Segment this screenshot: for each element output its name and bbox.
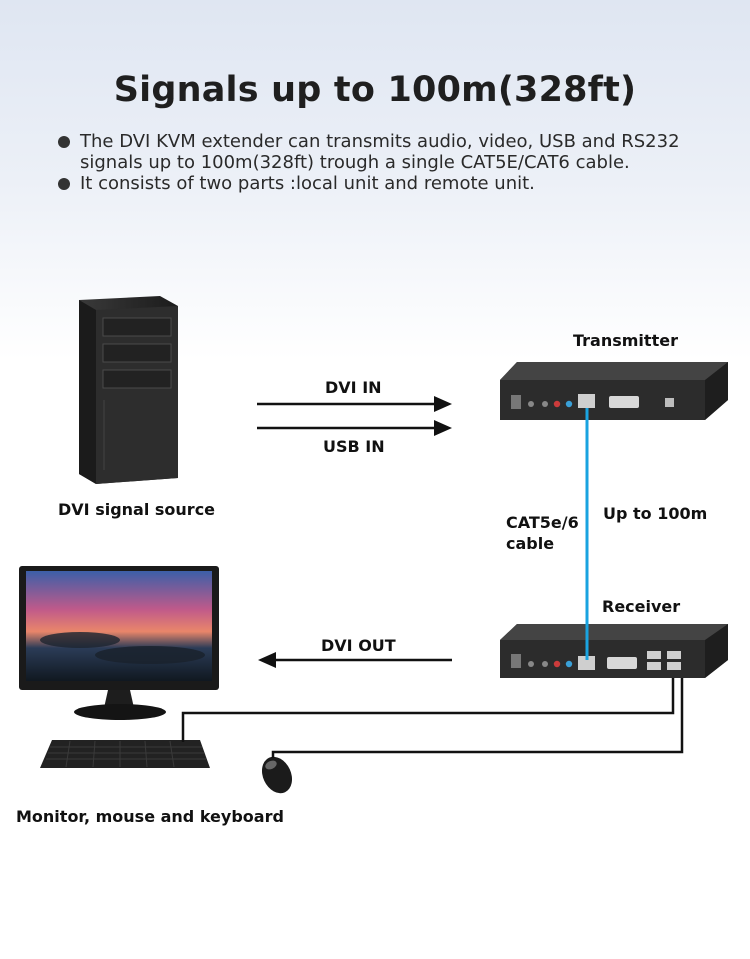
dvi-in-label: DVI IN	[325, 378, 382, 397]
peripherals-label: Monitor, mouse and keyboard	[16, 807, 284, 826]
mouse-icon	[261, 756, 293, 794]
bullet-dot-icon	[58, 136, 70, 148]
dvi-out-label: DVI OUT	[321, 636, 396, 655]
bullet-text: The DVI KVM extender can transmits audio…	[80, 131, 680, 173]
cable-label-line2: cable	[506, 534, 555, 553]
transmitter-label: Transmitter	[573, 331, 678, 350]
dvi-in-arrow-icon	[257, 396, 452, 412]
receiver-label: Receiver	[602, 597, 681, 616]
dvi-out-arrow-icon	[258, 652, 452, 668]
keyboard-icon	[40, 740, 210, 768]
bullet-item: The DVI KVM extender can transmits audio…	[58, 131, 738, 173]
transmitter-device-icon	[500, 362, 728, 420]
bullet-dot-icon	[58, 178, 70, 190]
bullet-text: It consists of two parts :local unit and…	[80, 173, 535, 194]
receiver-device-icon	[500, 624, 728, 678]
monitor-icon	[19, 566, 219, 720]
pc-tower-icon	[79, 296, 178, 484]
page-title: Signals up to 100m(328ft)	[113, 70, 637, 110]
usb-in-arrow-icon	[257, 420, 452, 436]
bullet-item: It consists of two parts :local unit and…	[58, 173, 738, 194]
distance-label: Up to 100m	[603, 504, 708, 523]
cable-label-line1: CAT5e/6	[506, 513, 579, 532]
feature-bullets: The DVI KVM extender can transmits audio…	[58, 131, 738, 194]
peripheral-cables	[181, 678, 684, 758]
usb-in-label: USB IN	[323, 437, 385, 456]
source-label: DVI signal source	[58, 500, 216, 519]
